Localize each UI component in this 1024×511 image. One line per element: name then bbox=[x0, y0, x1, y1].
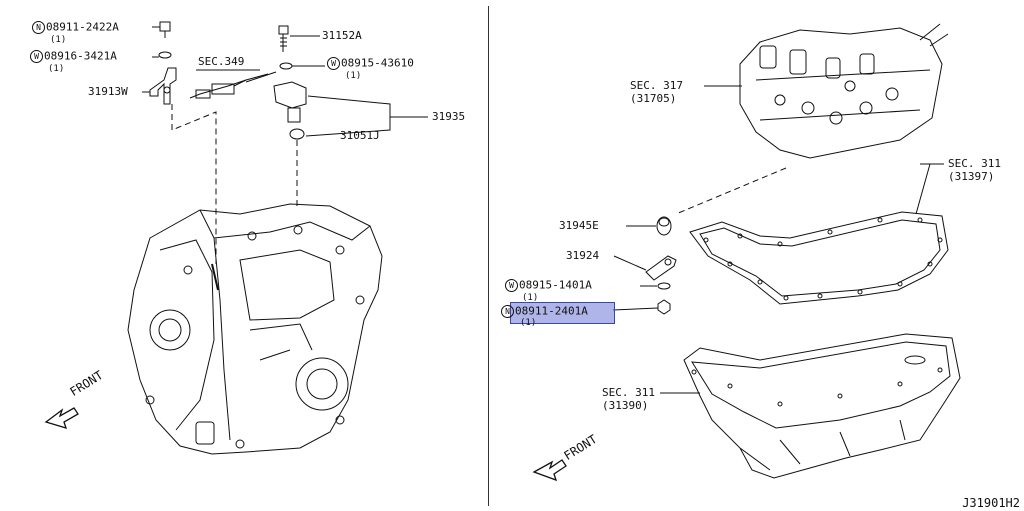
part-label-sec-317[interactable]: SEC. 317 bbox=[630, 79, 683, 92]
part-label-31051J[interactable]: 31051J bbox=[340, 129, 380, 142]
nut-part bbox=[657, 299, 671, 315]
part-sub-label: (31705) bbox=[630, 92, 677, 105]
symbol-n-icon: N bbox=[501, 305, 514, 318]
transmission-housing bbox=[127, 203, 383, 455]
symbol-n-icon: N bbox=[32, 21, 45, 34]
part-label-sec-311-gasket[interactable]: SEC. 311 bbox=[948, 157, 1001, 170]
oil-pan bbox=[683, 333, 961, 479]
part-sub-label: (31390) bbox=[602, 399, 649, 412]
oil-pan-gasket bbox=[689, 211, 949, 305]
washer-part bbox=[657, 282, 671, 290]
part-label-31945E[interactable]: 31945E bbox=[559, 219, 599, 232]
bracket-part bbox=[645, 255, 677, 281]
diagram-id: J31901H2 bbox=[962, 496, 1020, 510]
symbol-w-icon: W bbox=[327, 57, 340, 70]
valve-body bbox=[739, 23, 949, 159]
part-qty: (1) bbox=[50, 35, 67, 45]
front-arrow bbox=[44, 407, 79, 429]
part-label-sec-349[interactable]: SEC.349 bbox=[198, 55, 245, 68]
sensor-part bbox=[273, 81, 307, 123]
sensor-cable bbox=[189, 71, 277, 99]
bolt-part bbox=[158, 21, 172, 59]
part-label-31913W[interactable]: 31913W bbox=[88, 85, 128, 98]
part-label-31924[interactable]: 31924 bbox=[566, 249, 600, 262]
washer-part bbox=[656, 216, 672, 236]
symbol-w-icon: W bbox=[505, 279, 518, 292]
symbol-w-icon: W bbox=[30, 50, 43, 63]
front-arrow bbox=[532, 459, 567, 482]
part-label-31935[interactable]: 31935 bbox=[432, 110, 466, 123]
part-qty: (1) bbox=[520, 318, 537, 328]
panel-divider bbox=[488, 6, 489, 506]
bolt-part bbox=[278, 25, 289, 52]
part-label-sec-311-pan[interactable]: SEC. 311 bbox=[602, 386, 655, 399]
part-qty: (1) bbox=[522, 293, 539, 303]
bracket-part bbox=[149, 67, 177, 105]
part-qty: (1) bbox=[345, 71, 362, 81]
part-sub-label: (31397) bbox=[948, 170, 995, 183]
part-qty: (1) bbox=[48, 64, 65, 74]
part-label-31152A[interactable]: 31152A bbox=[322, 29, 362, 42]
